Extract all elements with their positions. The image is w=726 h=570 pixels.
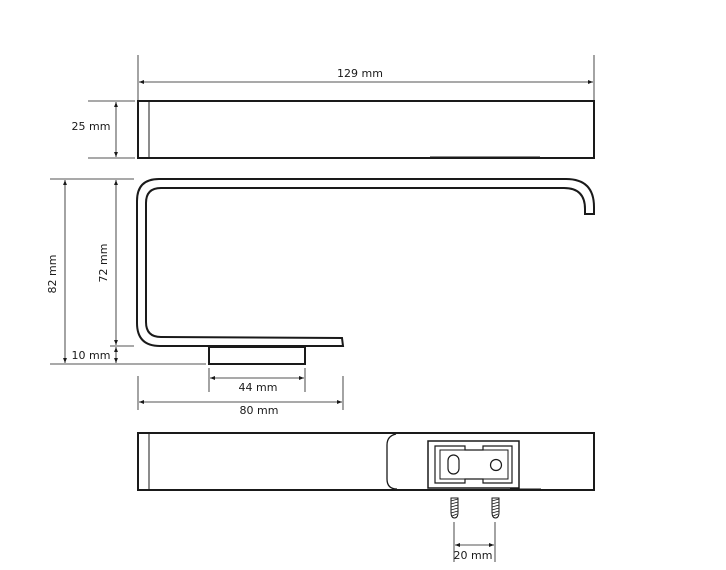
bottom-view-recess-edge (386, 433, 398, 490)
dimension-label-base-thickness: 10 mm (72, 349, 111, 362)
dimension-label-base-width: 44 mm (239, 381, 278, 394)
bracket-outer (427, 440, 520, 489)
top-view: 129 mm 25 mm (72, 55, 595, 159)
screw-hole (489, 458, 503, 472)
bracket-plate (439, 449, 509, 480)
slot-hole (447, 454, 460, 475)
wall-base-plate (208, 346, 306, 365)
dimension-label-overall-height: 82 mm (46, 255, 59, 294)
bottom-view: 20 mm (137, 432, 595, 562)
dimension-label-depth: 80 mm (240, 404, 279, 417)
top-view-outline (137, 100, 595, 159)
holder-arm-profile (136, 178, 595, 347)
bracket-inner (434, 445, 513, 484)
screw-right (491, 497, 500, 519)
dimension-label-length: 129 mm (337, 67, 383, 80)
dimension-label-screw-spacing: 20 mm (454, 549, 493, 562)
bottom-view-outline (137, 432, 595, 491)
mounting-bracket (427, 440, 520, 489)
side-view: 82 mm 72 mm 10 mm 44 mm 80 mm (46, 178, 595, 417)
dimension-label-inner-height: 72 mm (97, 244, 110, 283)
dimension-label-height: 25 mm (72, 120, 111, 133)
screw-left (450, 497, 459, 519)
